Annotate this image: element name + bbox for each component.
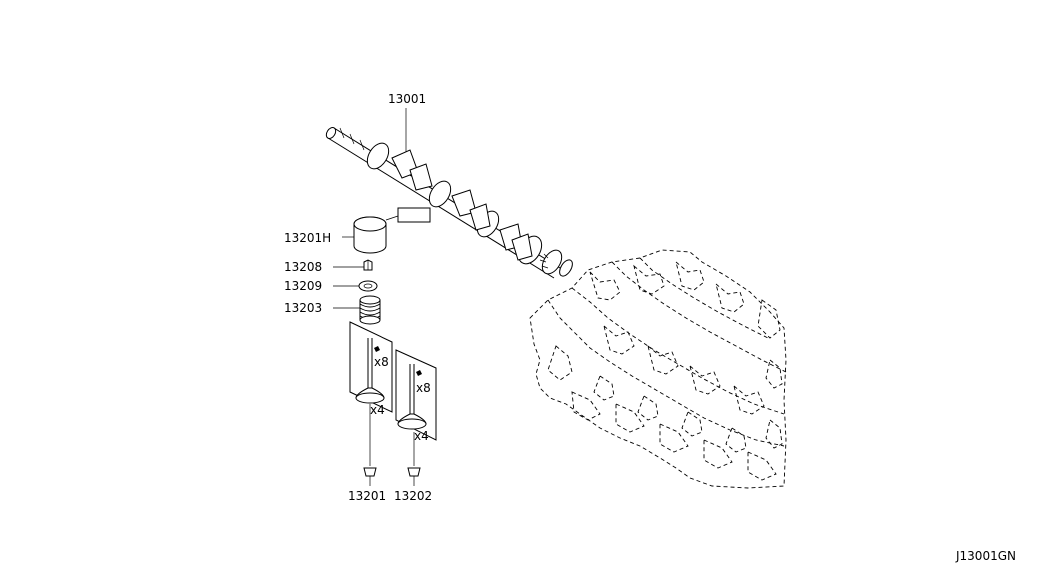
intake-valve-part-number[interactable]: 13201 [348,489,386,503]
exhaust-valve-panel [395,349,437,441]
valve-collet[interactable] [363,259,373,271]
exhaust-valve-seal[interactable] [407,467,421,477]
intake-valve-qty: x4 [370,403,385,417]
spring-part-number[interactable]: 13203 [284,301,322,315]
intake-valve-seal[interactable] [363,467,377,477]
diagram-code: J13001GN [955,549,1016,563]
cylinder-head-outline [529,249,787,489]
retainer-part-number[interactable]: 13209 [284,279,322,293]
camshaft[interactable] [324,126,575,279]
lifter-spec-box [397,207,431,223]
exhaust-valve[interactable] [397,364,427,430]
exhaust-valve-part-number[interactable]: 13202 [394,489,432,503]
valve-lifter[interactable] [353,216,387,254]
valve-spring[interactable] [359,295,381,325]
lifter-part-number[interactable]: 13201H [284,231,331,245]
camshaft-part-number[interactable]: 13001 [388,92,426,106]
intake-valve[interactable] [355,338,385,404]
intake-collet-qty: x8 [374,355,389,369]
exhaust-valve-qty: x4 [414,429,429,443]
collet-part-number[interactable]: 13208 [284,260,322,274]
spring-retainer[interactable] [358,280,378,292]
intake-valve-panel [349,321,393,413]
exhaust-collet-qty: x8 [416,381,431,395]
